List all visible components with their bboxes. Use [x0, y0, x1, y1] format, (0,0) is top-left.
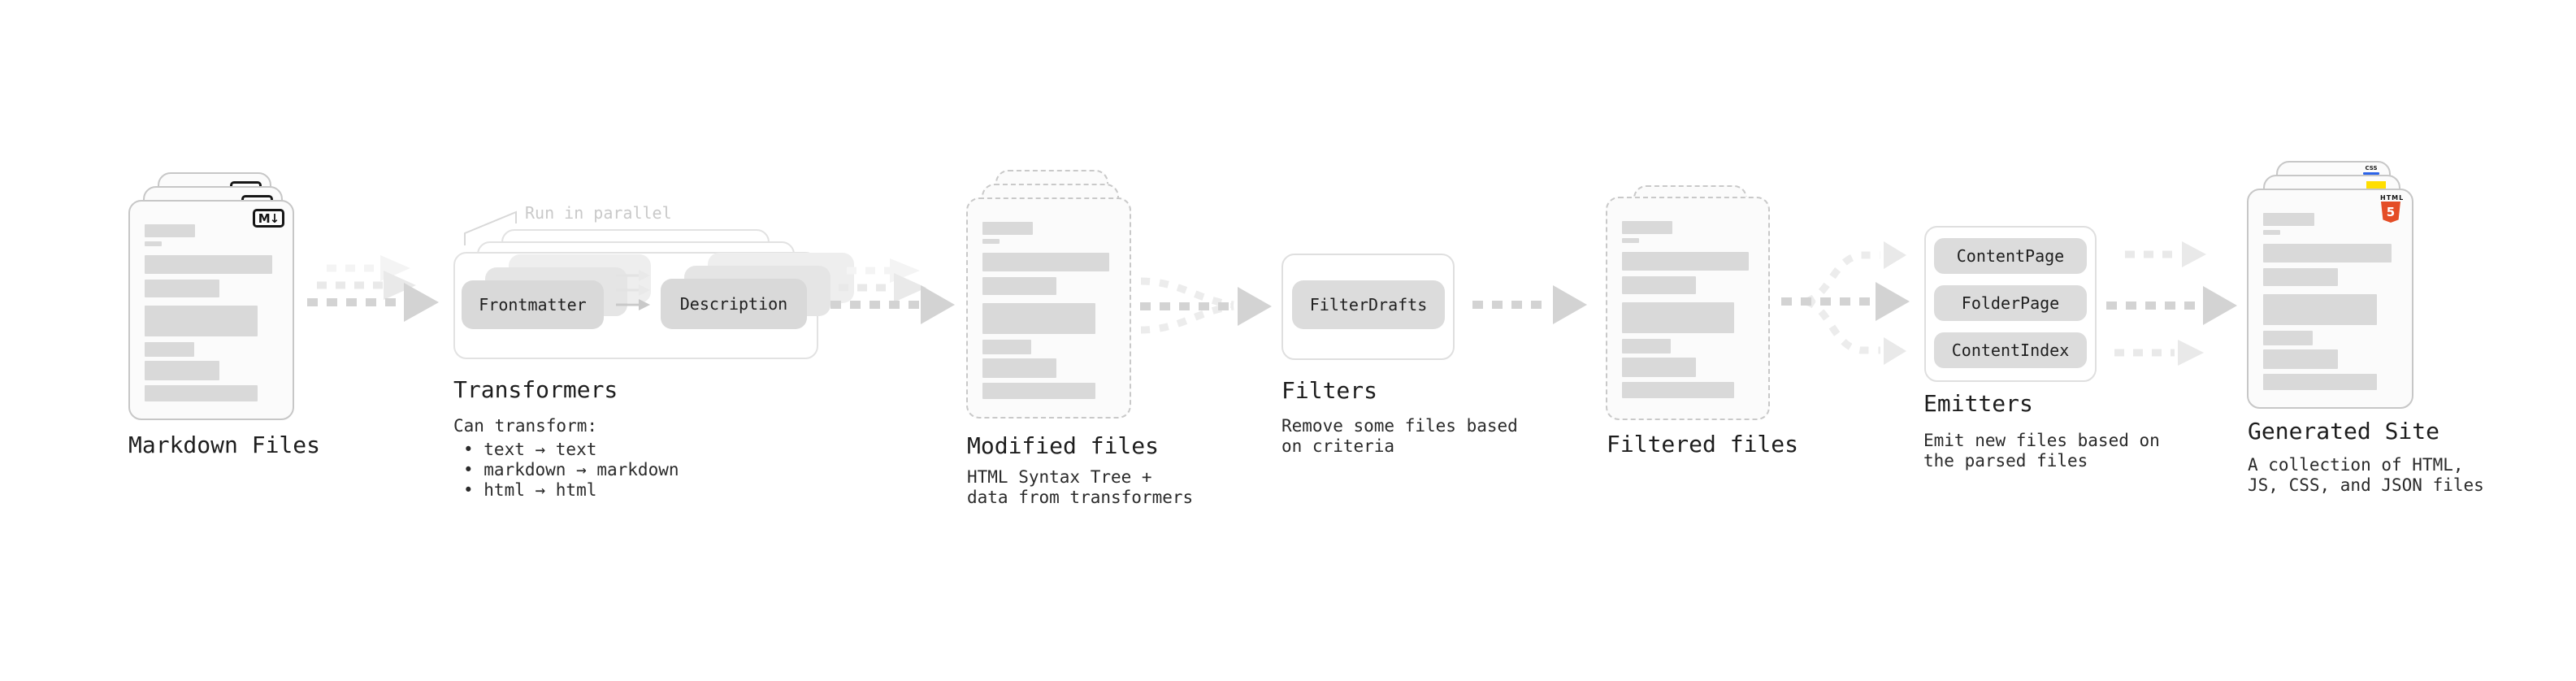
modified-files-label: Modified files	[967, 432, 1160, 459]
modified-files-desc: HTML Syntax Tree +	[967, 467, 1152, 487]
placeholder-bar	[1622, 358, 1696, 377]
placeholder-bar	[982, 253, 1110, 271]
transform-bullet: • text → text	[463, 440, 597, 459]
placeholder-bar	[2263, 230, 2281, 235]
modified-files-desc: data from transformers	[967, 488, 1194, 507]
placeholder-bar	[1622, 382, 1734, 398]
placeholder-bar	[982, 358, 1057, 378]
markdown-file-card-front: M↓	[128, 200, 294, 420]
placeholder-bar	[145, 361, 219, 380]
contentindex-box: ContentIndex	[1934, 332, 2087, 368]
placeholder-bar	[2263, 213, 2314, 226]
generated-html-card: HTML 5	[2247, 189, 2413, 409]
filtered-file-card-front	[1606, 197, 1770, 420]
html5-icon: HTML 5	[2380, 194, 2403, 223]
frontmatter-box: Frontmatter	[462, 280, 604, 329]
placeholder-bar	[1622, 302, 1734, 333]
placeholder-bar	[2263, 268, 2339, 286]
transform-bullet: • html → html	[463, 480, 597, 500]
placeholder-bar	[2263, 294, 2378, 325]
placeholder-bar	[982, 239, 1000, 244]
placeholder-bar	[145, 224, 196, 237]
arrow-filtered-to-emitters-split	[1781, 241, 1910, 365]
placeholder-bar	[982, 222, 1033, 235]
emitters-desc: Emit new files based on	[1923, 431, 2160, 450]
placeholder-bar	[982, 277, 1057, 295]
doc-placeholder-bars	[1622, 221, 1754, 398]
filters-heading: Filters	[1281, 377, 1378, 404]
placeholder-bar	[982, 303, 1095, 334]
placeholder-bar	[1622, 238, 1640, 243]
folderpage-box: FolderPage	[1934, 285, 2087, 321]
placeholder-bar	[145, 280, 219, 297]
placeholder-bar	[1622, 339, 1671, 354]
doc-placeholder-bars	[982, 222, 1115, 399]
placeholder-bar	[1622, 252, 1749, 271]
filters-desc: Remove some files based	[1281, 416, 1518, 436]
placeholder-bar	[982, 383, 1095, 399]
placeholder-bar	[2263, 374, 2378, 390]
placeholder-bar	[2263, 349, 2339, 369]
description-box: Description	[661, 279, 807, 329]
filterdrafts-box: FilterDrafts	[1292, 280, 1445, 329]
arrow-markdown-to-transformers	[307, 255, 439, 322]
transform-bullet: • markdown → markdown	[463, 460, 679, 479]
doc-placeholder-bars	[145, 224, 278, 401]
placeholder-bar	[145, 306, 258, 336]
placeholder-bar	[1622, 221, 1672, 234]
placeholder-bar	[145, 342, 194, 357]
placeholder-bar	[145, 255, 273, 274]
css-icon: CSS	[2363, 166, 2379, 175]
placeholder-bar	[145, 385, 258, 401]
emitters-desc: the parsed files	[1923, 451, 2088, 471]
placeholder-bar	[145, 241, 163, 246]
arrow-modified-to-filters-merge	[1140, 277, 1272, 334]
filters-desc: on criteria	[1281, 436, 1395, 456]
modified-file-card-front	[966, 197, 1131, 419]
generated-site-label: Generated Site	[2248, 418, 2440, 445]
arrow-filters-to-filtered	[1472, 285, 1587, 324]
emitters-heading: Emitters	[1923, 390, 2033, 417]
arrows-emitters-to-generated	[2106, 241, 2237, 366]
placeholder-bar	[982, 340, 1032, 354]
transformers-heading: Transformers	[453, 376, 618, 403]
transformers-desc-title: Can transform:	[453, 416, 598, 436]
run-in-parallel-note: Run in parallel	[525, 203, 672, 223]
markdown-files-label: Markdown Files	[128, 432, 321, 458]
generated-site-desc: JS, CSS, and JSON files	[2248, 475, 2484, 495]
contentpage-box: ContentPage	[1934, 238, 2087, 274]
markdown-icon: M↓	[253, 209, 284, 228]
generated-site-desc: A collection of HTML,	[2248, 455, 2464, 475]
placeholder-bar	[2263, 244, 2392, 262]
placeholder-bar	[1622, 276, 1696, 294]
filtered-files-label: Filtered files	[1607, 431, 1799, 458]
doc-placeholder-bars	[2263, 213, 2397, 390]
placeholder-bar	[2263, 331, 2314, 345]
